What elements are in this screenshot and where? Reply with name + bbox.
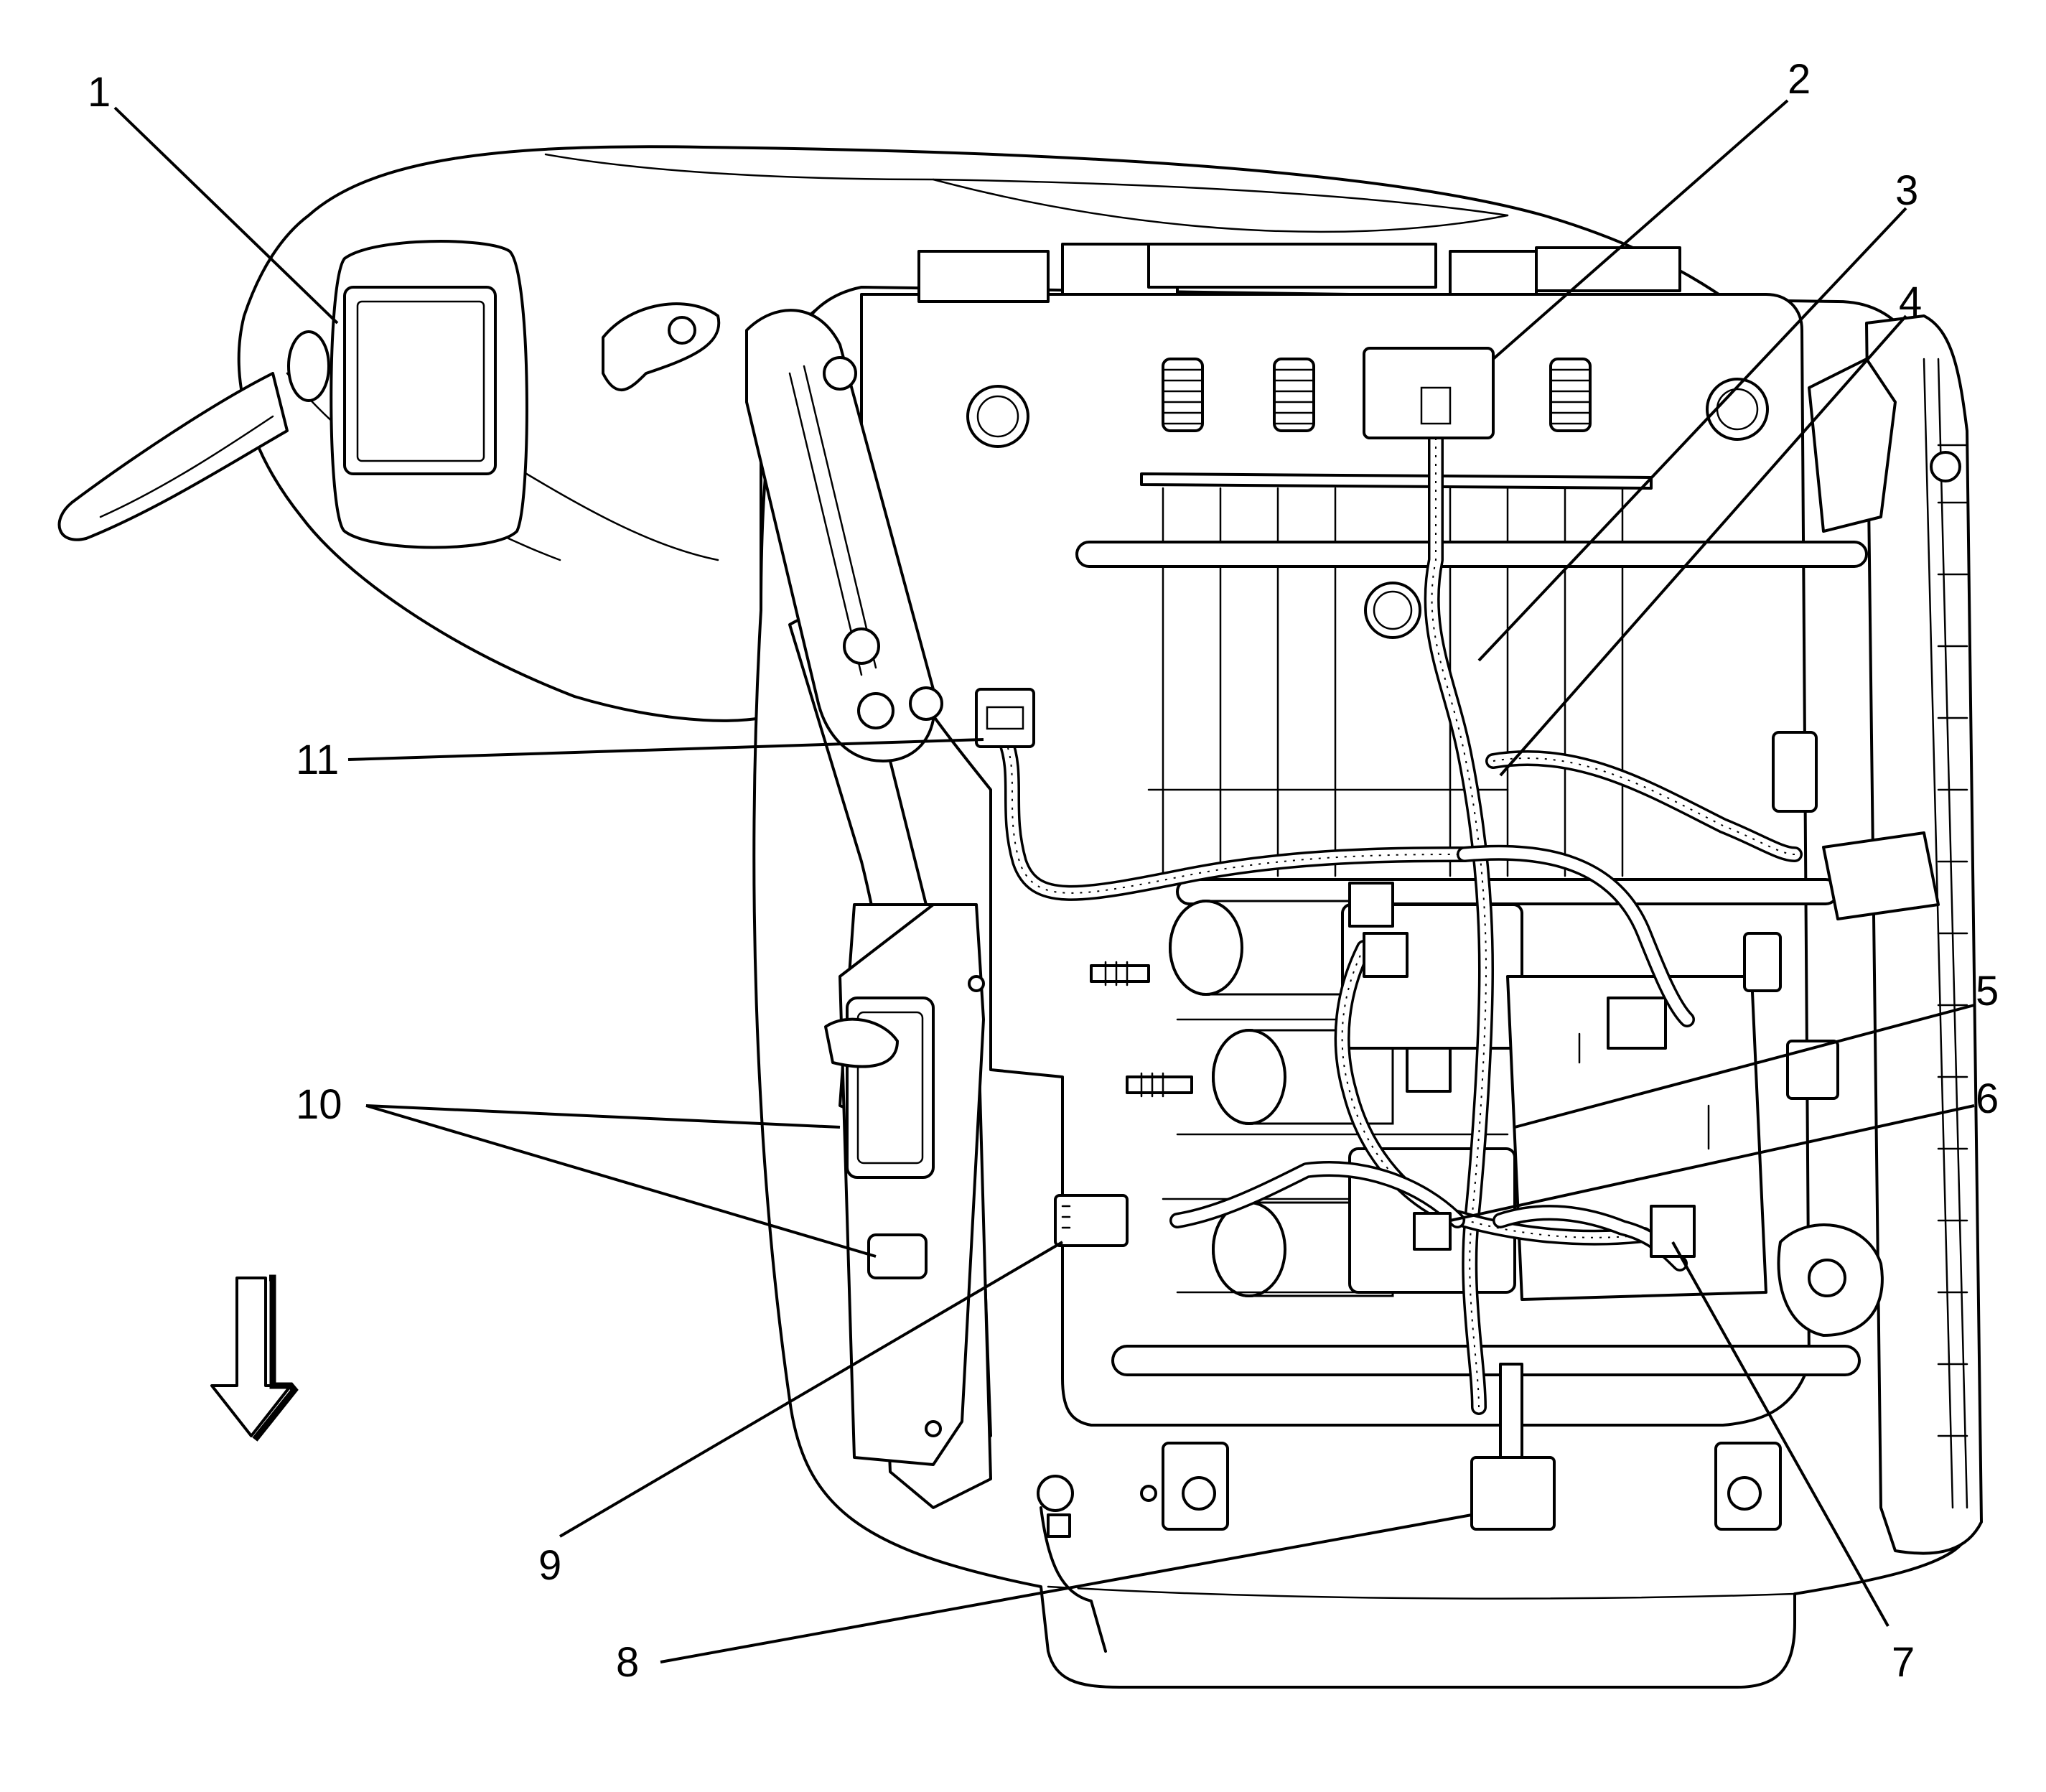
callout-4: 4	[1899, 279, 1922, 325]
callout-11: 11	[296, 737, 339, 783]
callout-2: 2	[1788, 56, 1811, 103]
front-fasteners	[1037, 1442, 1782, 1538]
recliner-mechanism	[745, 309, 943, 762]
down-arrow-icon	[210, 1274, 299, 1442]
leader-lines	[113, 99, 1975, 1663]
side-trim-panel	[287, 240, 528, 549]
callout-numbers: 1 2 3 4 5 6 7 8 9 10 11	[88, 56, 1999, 1686]
callout-8: 8	[616, 1639, 639, 1686]
seat-adjuster-switch-panel	[824, 903, 985, 1466]
callout-7: 7	[1892, 1639, 1915, 1686]
connectors	[975, 347, 1839, 1531]
recline-lever	[57, 372, 289, 541]
seat-springs	[1162, 358, 1592, 432]
callout-1: 1	[88, 69, 111, 116]
seat-memory-module	[1506, 975, 1767, 1301]
callout-9: 9	[538, 1542, 561, 1589]
seat-back	[57, 145, 1782, 722]
callout-3: 3	[1895, 167, 1918, 214]
callout-10: 10	[296, 1081, 342, 1128]
callout-5: 5	[1976, 968, 1999, 1014]
wiring-harness	[997, 430, 1803, 1415]
callout-6: 6	[1976, 1075, 1999, 1122]
